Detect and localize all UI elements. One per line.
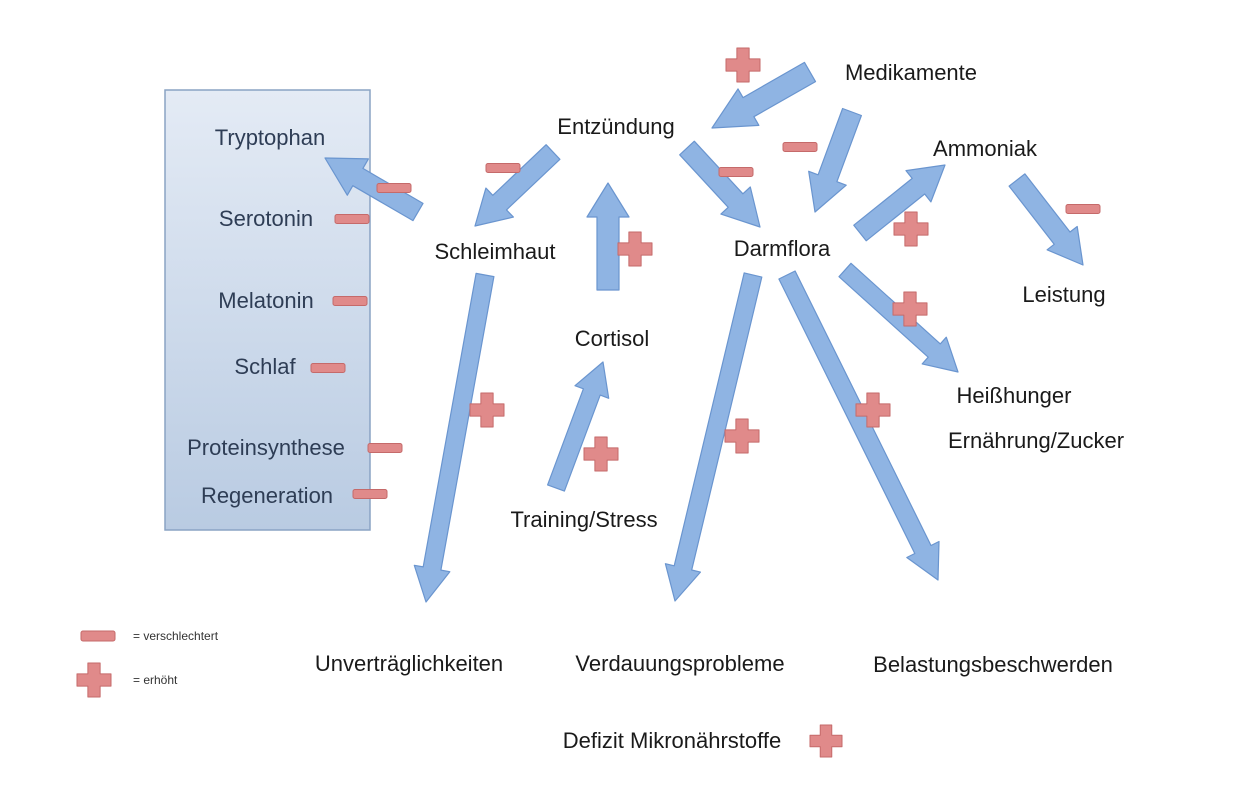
plus-sign-icon: [725, 47, 761, 83]
arrow-entzuendung-to-darmflora: [679, 140, 761, 228]
node-defizit-mikronaehrstoffe: Defizit Mikronährstoffe: [563, 728, 781, 753]
minus-sign-icon: [1065, 204, 1101, 214]
node-belastungsbeschwerden: Belastungsbeschwerden: [873, 652, 1113, 677]
box-item-schlaf: Schlaf: [234, 354, 296, 379]
arrow-entzuendung-to-schleimhaut: [474, 144, 561, 227]
plus-sign-icon: [893, 211, 929, 247]
minus-sign-icon: [782, 142, 818, 152]
node-cortisol: Cortisol: [575, 326, 650, 351]
arrow-training-to-cortisol: [546, 361, 610, 492]
arrow-darmflora-to-verdauungsprobleme: [664, 272, 763, 602]
minus-sign-icon: [718, 167, 754, 177]
plus-sign-icon: [724, 418, 760, 454]
minus-sign-icon: [310, 363, 346, 373]
node-schleimhaut: Schleimhaut: [434, 239, 555, 264]
arrow-darmflora-to-ammoniak: [853, 164, 946, 242]
node-ernaehrung: Ernährung/Zucker: [948, 428, 1124, 453]
plus-sign-icon: [469, 392, 505, 428]
plus-sign-icon: [855, 392, 891, 428]
arrows-layer: [324, 61, 1084, 603]
node-leistung: Leistung: [1022, 282, 1105, 307]
minus-sign-icon: [352, 489, 388, 499]
legend-minus-label: = verschlechtert: [133, 629, 219, 643]
node-verdauungsprobleme: Verdauungsprobleme: [575, 651, 784, 676]
arrow-ammoniak-to-leistung: [1008, 173, 1084, 266]
plus-sign-icon: [617, 231, 653, 267]
plus-sign-icon: [583, 436, 619, 472]
arrow-medikamente-to-entzuendung: [711, 61, 817, 129]
arrow-darmflora-to-heisshunger: [838, 262, 959, 373]
box-item-melatonin: Melatonin: [218, 288, 313, 313]
node-entzuendung: Entzündung: [557, 114, 674, 139]
signs-layer: [76, 47, 1101, 758]
arrow-schleimhaut-to-unvertraeglichkeiten: [413, 272, 495, 603]
legend-plus-label: = erhöht: [133, 673, 178, 687]
box-item-tryptophan: Tryptophan: [215, 125, 325, 150]
minus-sign-icon: [334, 214, 370, 224]
legend-plus-icon: [76, 662, 112, 698]
node-training-stress: Training/Stress: [510, 507, 657, 532]
plus-sign-icon: [892, 291, 928, 327]
arrow-cortisol-to-entzuendung: [586, 182, 630, 291]
plus-sign-icon: [809, 724, 843, 758]
minus-sign-icon: [367, 443, 403, 453]
box-item-proteinsynthese: Proteinsynthese: [187, 435, 345, 460]
box-item-serotonin: Serotonin: [219, 206, 313, 231]
node-darmflora: Darmflora: [734, 236, 831, 261]
box-item-regeneration: Regeneration: [201, 483, 333, 508]
node-medikamente: Medikamente: [845, 60, 977, 85]
node-heisshunger: Heißhunger: [957, 383, 1072, 408]
node-unvertraeglichkeiten: Unverträglichkeiten: [315, 651, 503, 676]
node-ammoniak: Ammoniak: [933, 136, 1038, 161]
arrow-darmflora-to-belastungsbeschwerden: [778, 270, 940, 581]
minus-sign-icon: [485, 163, 521, 173]
minus-sign-icon: [376, 183, 412, 193]
legend-minus-icon: [80, 630, 116, 642]
arrow-schleimhaut-to-tryptophan: [324, 157, 424, 222]
minus-sign-icon: [332, 296, 368, 306]
arrow-medikamente-to-darmflora: [808, 107, 863, 213]
